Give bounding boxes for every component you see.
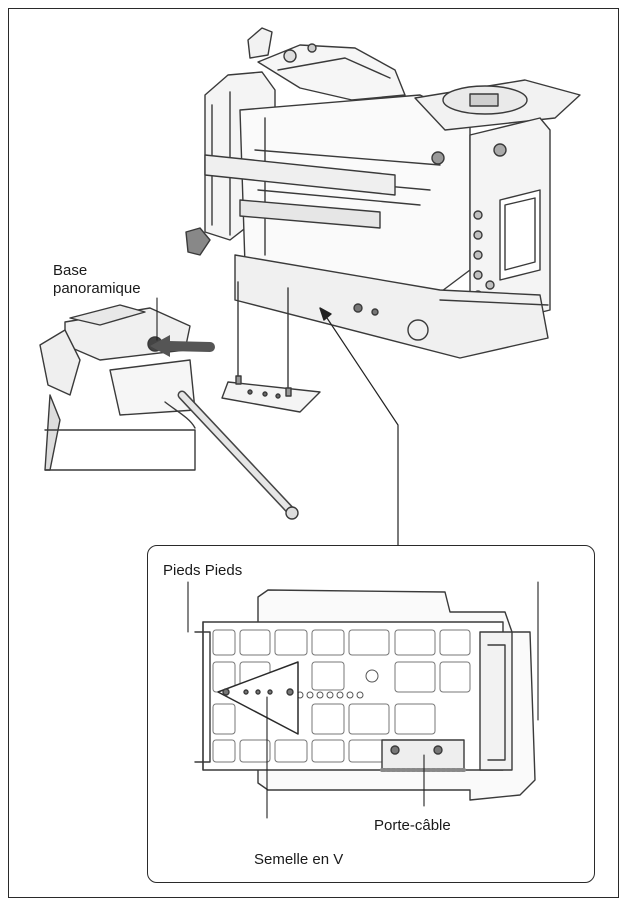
tripod-adaptor — [221, 281, 321, 413]
label-base-line2: panoramique — [53, 280, 141, 297]
inset-leaders — [187, 581, 539, 819]
slide-arrow — [163, 341, 215, 352]
label-pieds: Pieds Pieds — [163, 562, 243, 579]
bottom-view-drawing — [194, 589, 536, 801]
pan-head — [39, 304, 299, 520]
label-semelle: Semelle en V — [254, 851, 344, 868]
label-porte-cable: Porte-câble — [374, 817, 451, 834]
figure-frame — [8, 8, 619, 898]
callout-arrow — [324, 314, 399, 546]
label-base-line1: Base — [53, 262, 88, 279]
camera-body — [185, 27, 581, 359]
